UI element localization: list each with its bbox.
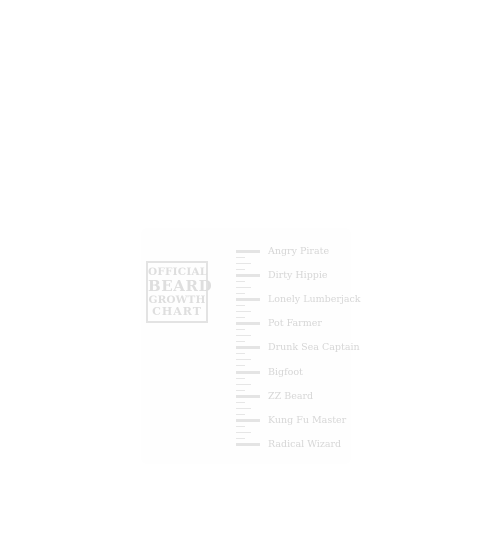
level-label: Dirty Hippie [268, 270, 328, 282]
ruler-minor-tick [236, 269, 245, 270]
ruler-minor-tick [236, 317, 245, 319]
ruler-minor-tick [236, 377, 245, 379]
ruler-minor-tick [236, 293, 245, 295]
ruler-minor-tick [236, 365, 245, 367]
ruler-minor-tick [236, 353, 245, 355]
ruler-mid-tick [236, 263, 251, 264]
ruler-major-tick [236, 250, 260, 253]
ruler-minor-tick [236, 305, 245, 307]
ruler-minor-tick [236, 425, 245, 427]
ruler-mid-tick [236, 287, 251, 289]
logo-line-official: OFFICIAL [148, 266, 208, 278]
ruler-mid-tick [236, 431, 251, 433]
ruler-major-tick [236, 370, 260, 374]
level-label: Drunk Sea Captain [268, 342, 360, 354]
ruler-mid-tick [236, 359, 251, 361]
logo-line-chart: CHART [152, 305, 202, 318]
ruler-major-tick [236, 346, 260, 350]
ruler-major-tick [236, 442, 260, 446]
level-label: Pot Farmer [268, 318, 322, 330]
level-label: Angry Pirate [268, 246, 330, 257]
ruler-major-tick [236, 322, 260, 326]
ruler-minor-tick [236, 401, 245, 403]
ruler-minor-tick [236, 329, 245, 331]
ruler-mid-tick [236, 407, 251, 409]
level-label: Lonely Lumberjack [268, 294, 361, 306]
ruler-minor-tick [236, 257, 245, 258]
logo-line-beard: BEARD [148, 276, 213, 295]
ruler-minor-tick [236, 341, 245, 343]
level-label: Kung Fu Master [268, 414, 347, 426]
ruler-major-tick [236, 394, 260, 398]
ruler-mid-tick [236, 311, 251, 313]
level-label: ZZ Beard [268, 390, 314, 402]
ruler-major-tick [236, 298, 260, 302]
ruler-mid-tick [236, 383, 251, 385]
ruler-minor-tick [236, 413, 245, 415]
ruler-mid-tick [236, 335, 251, 337]
level-label: Bigfoot [268, 366, 303, 378]
ruler-major-tick [236, 418, 260, 422]
ruler-minor-tick [236, 281, 245, 283]
level-label: Radical Wizard [268, 438, 342, 450]
ruler-major-tick [236, 274, 260, 278]
chart-panel [143, 230, 349, 462]
ruler-minor-tick [236, 389, 245, 391]
official-beard-growth-chart-logo: OFFICIAL BEARD GROWTH CHART [146, 261, 213, 323]
ruler-minor-tick [236, 437, 245, 439]
logo-line-growth: GROWTH [148, 293, 206, 306]
